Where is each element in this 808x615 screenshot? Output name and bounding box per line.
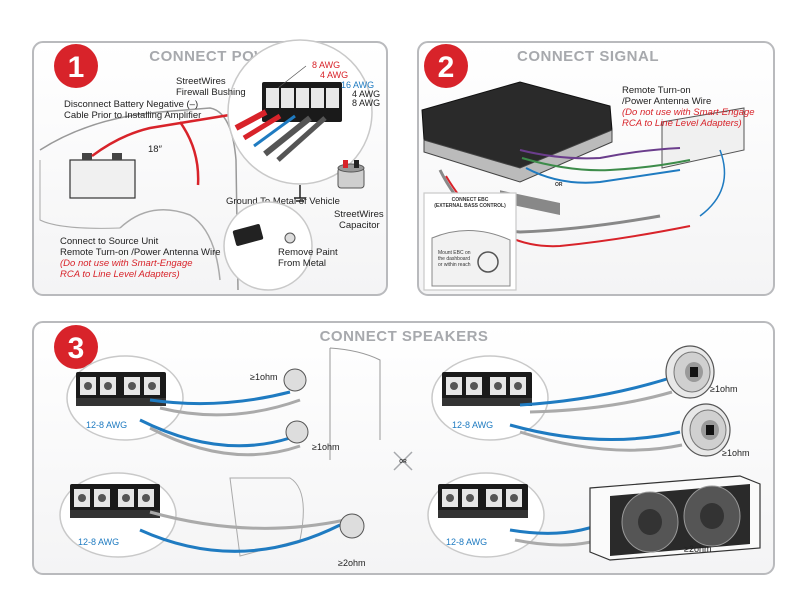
ebc-note-1: Mount EBC on <box>438 250 471 256</box>
awg-label-2: 4 AWG <box>320 70 348 80</box>
capacitor-icon <box>337 160 365 189</box>
speaker-icon-tl-1 <box>283 368 307 392</box>
awg-label-4: 4 AWG <box>352 89 380 99</box>
speaker-icon-tl-2 <box>285 420 309 444</box>
ohm-label-br: ≥2ohm <box>684 544 711 554</box>
awg-label-br: 12-8 AWG <box>446 537 487 547</box>
remote-label-2: /Power Antenna Wire <box>622 96 711 107</box>
firewall-label-1: StreetWires <box>176 76 226 87</box>
panel-connect-signal: 2 CONNECT SIGNAL OR Remote Turn-on /Powe… <box>417 41 775 296</box>
awg-label-3: 16 AWG <box>341 80 374 90</box>
panel-connect-power: 1 CONNECT POWER 18″ 8 AWG 4 AWG 16 AWG 4… <box>32 39 388 296</box>
ebc-note-3: or within reach <box>438 262 471 268</box>
battery-label-2: Cable Prior to Installing Amplifier <box>64 110 201 121</box>
amplifier-icon <box>421 81 613 216</box>
step-badge-1 <box>54 44 98 88</box>
capacitor-label-2: Capacitor <box>339 220 380 231</box>
ground-screw-icon <box>232 224 264 246</box>
awg-label-1: 8 AWG <box>312 60 340 70</box>
step-number-2: 2 <box>438 51 455 84</box>
speaker-icon-bl <box>339 513 365 539</box>
battery-icon <box>69 159 136 199</box>
source-note-1: (Do not use with Smart-Engage <box>60 258 193 269</box>
speakers-or-label: OR <box>399 459 407 465</box>
remote-note-1: (Do not use with Smart-Engage <box>622 107 755 118</box>
ebc-knob-icon <box>477 251 499 273</box>
ground-label: Ground To Metal of Vehicle <box>226 196 340 207</box>
awg-label-bl: 12-8 AWG <box>78 537 119 547</box>
step-badge-3 <box>54 325 98 369</box>
ebc-title-1: CONNECT EBC <box>452 197 489 203</box>
source-note-2: RCA to Line Level Adapters) <box>60 269 180 280</box>
ohm-label-tr-1: ≥1ohm <box>710 384 737 394</box>
speaker-terminal-bl <box>70 484 160 518</box>
power-terminal-block <box>262 82 342 122</box>
dimension-label: 18″ <box>148 144 163 155</box>
source-label-1: Connect to Source Unit <box>60 236 159 247</box>
panel-title-speakers: CONNECT SPEAKERS <box>320 328 489 345</box>
remote-note-2: RCA to Line Level Adapters) <box>622 118 742 129</box>
step-number-3: 3 <box>68 332 85 365</box>
battery-label-1: Disconnect Battery Negative (–) <box>64 99 198 110</box>
panel-connect-speakers: 3 CONNECT SPEAKERS OR ≥1ohm ≥1ohm 12-8 A… <box>32 321 775 575</box>
remote-label-1: Remote Turn-on <box>622 85 691 96</box>
signal-or-label: OR <box>555 182 563 188</box>
ebc-note-2: the dashboard <box>438 256 470 262</box>
panel-title-signal: CONNECT SIGNAL <box>517 48 659 65</box>
awg-label-5: 8 AWG <box>352 98 380 108</box>
speaker-terminal-br <box>438 484 528 518</box>
head-unit-icon <box>661 107 745 169</box>
subwoofer-enclosure-icon <box>589 475 761 561</box>
source-label-2: Remote Turn-on /Power Antenna Wire <box>60 247 221 258</box>
ohm-label-tl-2: ≥1ohm <box>312 442 339 452</box>
ohm-label-tr-2: ≥1ohm <box>722 448 749 458</box>
paint-label-1: Remove Paint <box>278 247 338 258</box>
step-number-1: 1 <box>68 51 85 84</box>
ebc-title-2: (EXTERNAL BASS CONTROL) <box>434 203 506 209</box>
speaker-terminal-tr <box>442 372 532 406</box>
awg-label-tr: 12-8 AWG <box>452 420 493 430</box>
capacitor-label-1: StreetWires <box>334 209 384 220</box>
step-badge-2 <box>424 44 468 88</box>
firewall-label-2: Firewall Bushing <box>176 87 246 98</box>
ohm-label-bl: ≥2ohm <box>338 558 365 568</box>
ohm-label-tl-1: ≥1ohm <box>250 372 277 382</box>
awg-label-tl: 12-8 AWG <box>86 420 127 430</box>
woofer-icon-tr-1 <box>665 345 715 399</box>
paint-label-2: From Metal <box>278 258 326 269</box>
